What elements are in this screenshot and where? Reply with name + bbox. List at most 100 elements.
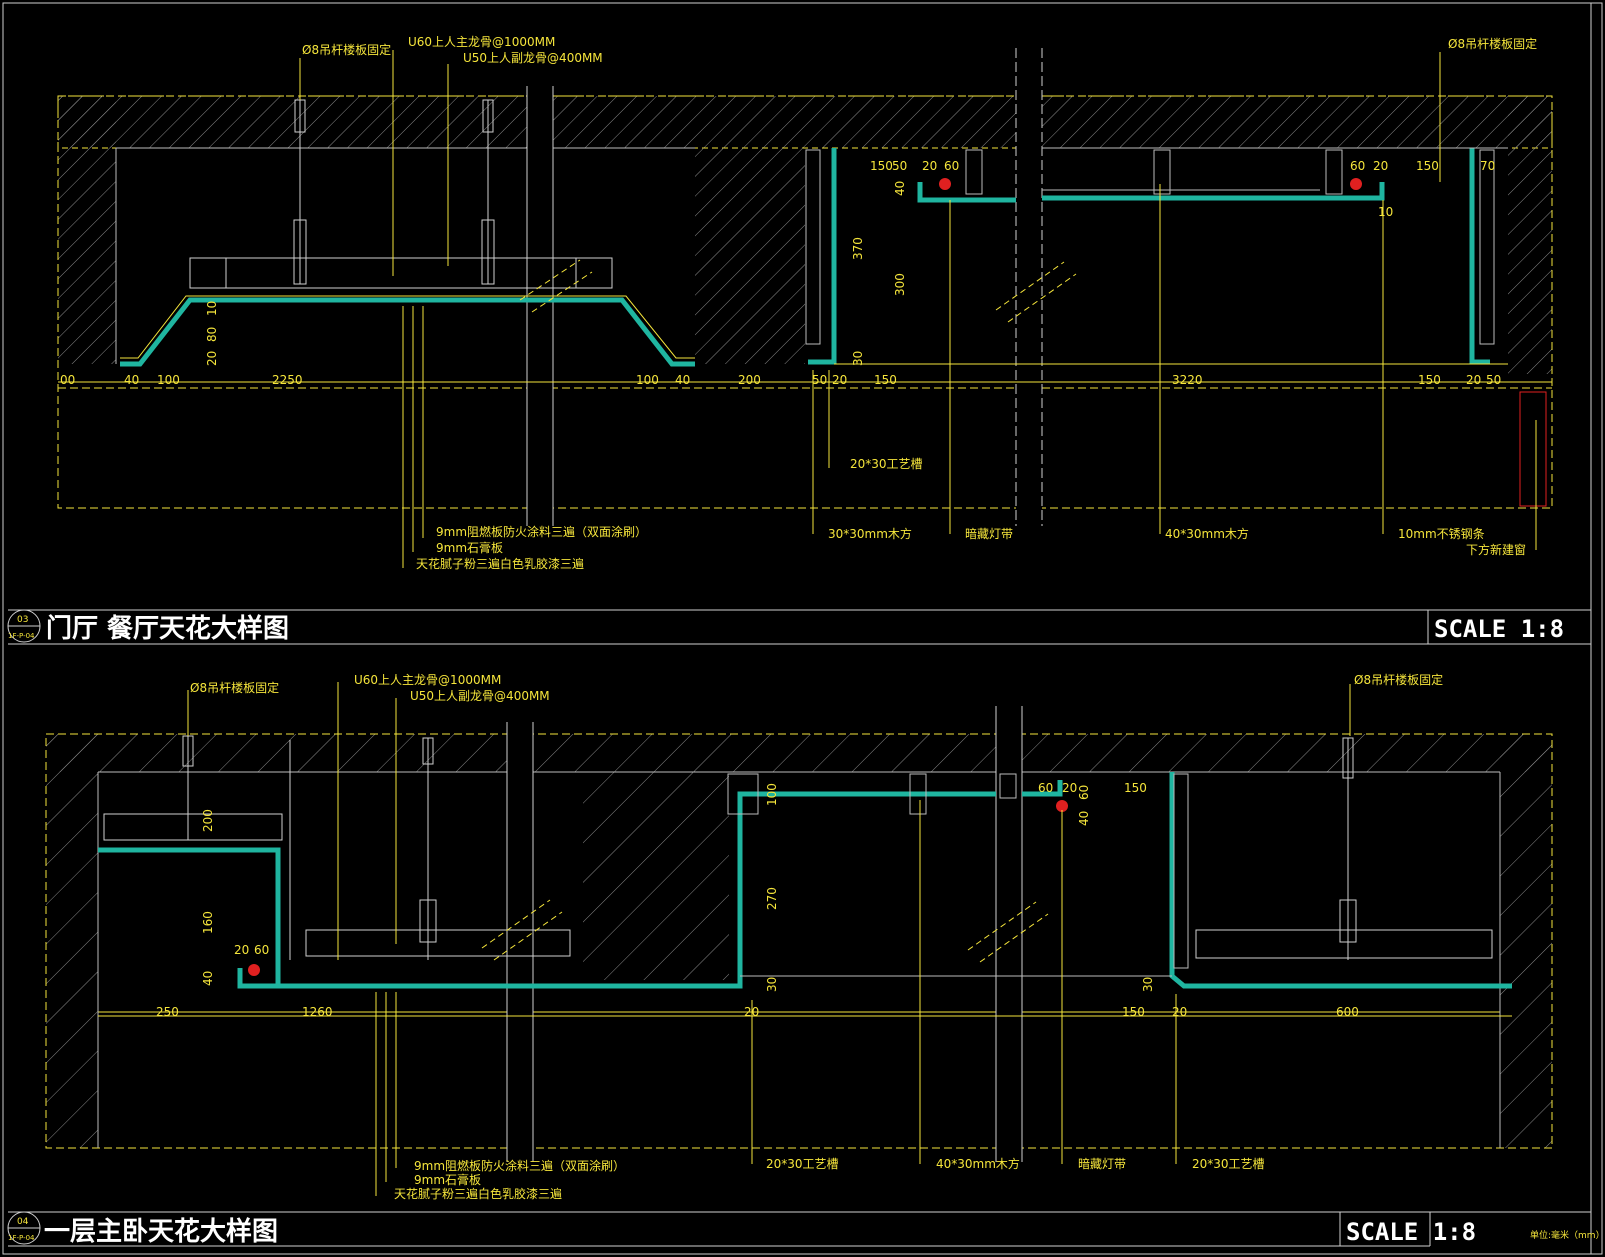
dim: 20 <box>744 1005 759 1019</box>
dim: 20 <box>234 943 249 957</box>
dim: 30 <box>1141 977 1155 992</box>
bottom-label: 40*30mm木方 <box>936 1156 1020 1171</box>
bottom-label: 暗藏灯带 <box>965 526 1013 541</box>
dim: 40 <box>201 971 215 986</box>
dim: 60 <box>1077 785 1091 800</box>
lamp-icon <box>1056 800 1068 812</box>
dim: 150 <box>1124 781 1147 795</box>
dim: 60 <box>254 943 269 957</box>
dim: 2250 <box>272 373 303 387</box>
dim: 40 <box>675 373 690 387</box>
dim: 370 <box>851 237 865 260</box>
slab-hatch <box>46 734 1552 772</box>
dim: 20 <box>1466 373 1481 387</box>
dim: 20 <box>1062 781 1077 795</box>
dim: 20 <box>1373 159 1388 173</box>
dim: 60 <box>1038 781 1053 795</box>
panel-title: 门厅 餐厅天花大样图 <box>46 613 289 644</box>
bottom-label: 9mm石膏板 <box>414 1172 481 1187</box>
dim: 150 <box>870 159 893 173</box>
dim: 160 <box>201 911 215 934</box>
dim: 600 <box>1336 1005 1359 1019</box>
dim: 60 <box>1350 159 1365 173</box>
dim: 70 <box>1480 159 1495 173</box>
dim: 150 <box>1418 373 1441 387</box>
dim: 200 <box>738 373 761 387</box>
bottom-label: 40*30mm木方 <box>1165 526 1249 541</box>
window-outline <box>1519 391 1547 507</box>
wall-left <box>46 734 98 1148</box>
panel-04: Ø8吊杆楼板固定 U60上人主龙骨@1000MM U50上人副龙骨@400MM … <box>7 672 1605 1247</box>
top-label: U60上人主龙骨@1000MM <box>354 673 501 687</box>
slab-hatch <box>57 95 1553 149</box>
dim: 40 <box>1077 811 1091 826</box>
panel-sheet: 1F-P-04 <box>8 632 35 640</box>
dim: 30 <box>851 351 865 366</box>
dim: 30 <box>765 977 779 992</box>
dim: 3220 <box>1172 373 1203 387</box>
unit-note: 单位:毫米（mm） <box>1530 1229 1605 1241</box>
dim: 50 <box>892 159 907 173</box>
panel-number: 04 <box>17 1217 29 1227</box>
panel-sheet: 1F-P-04 <box>8 1234 35 1242</box>
top-label: Ø8吊杆楼板固定 <box>190 680 279 695</box>
dim: 40 <box>893 181 907 196</box>
dim: 150 <box>1416 159 1439 173</box>
dim: 20 <box>832 373 847 387</box>
lamp-icon <box>1350 178 1362 190</box>
panel-scale: SCALE 1:8 <box>1346 1218 1476 1246</box>
light-trough-right <box>808 148 837 365</box>
wall-left <box>58 96 116 364</box>
dim: 00 <box>60 373 75 387</box>
panel-03: Ø8吊杆楼板固定 U60上人主龙骨@1000MM U50上人副龙骨@400MM … <box>7 35 1591 645</box>
dim: 80 <box>205 327 219 342</box>
wall-mid <box>583 772 729 980</box>
dim: 10 <box>205 301 219 316</box>
dim: 60 <box>944 159 959 173</box>
dim: 20 <box>205 351 219 366</box>
dim: 300 <box>893 273 907 296</box>
dim: 10 <box>1378 205 1393 219</box>
bottom-label: 30*30mm木方 <box>828 526 912 541</box>
bottom-label: 下方新建窗 <box>1466 542 1526 557</box>
wall-right <box>1508 96 1552 374</box>
bottom-label: 9mm阻燃板防火涂料三遍（双面涂刷） <box>414 1158 625 1173</box>
dim: 150 <box>874 373 897 387</box>
dim: 150 <box>1122 1005 1145 1019</box>
bottom-label: 天花腻子粉三遍白色乳胶漆三遍 <box>416 556 584 571</box>
dim: 20 <box>922 159 937 173</box>
bottom-label: 20*30工艺槽 <box>850 457 923 471</box>
panel-title: 一层主卧天花大样图 <box>44 1216 278 1247</box>
dim: 270 <box>765 887 779 910</box>
wall-mid <box>695 148 805 364</box>
bottom-label: 20*30工艺槽 <box>1192 1157 1265 1171</box>
top-label: U50上人副龙骨@400MM <box>463 51 603 65</box>
wall-right <box>1500 734 1552 1148</box>
dim: 50 <box>1486 373 1501 387</box>
lamp-icon <box>939 178 951 190</box>
dim: 250 <box>156 1005 179 1019</box>
lamp-icon <box>248 964 260 976</box>
dim: 100 <box>765 783 779 806</box>
top-label: U60上人主龙骨@1000MM <box>408 35 555 49</box>
ceiling-tray-left <box>120 297 695 367</box>
bottom-label: 10mm不锈钢条 <box>1398 527 1485 541</box>
top-label: Ø8吊杆楼板固定 <box>302 42 391 57</box>
bottom-label: 暗藏灯带 <box>1078 1156 1126 1171</box>
top-label: U50上人副龙骨@400MM <box>410 689 550 703</box>
bottom-label: 9mm石膏板 <box>436 540 503 555</box>
dim: 1260 <box>302 1005 333 1019</box>
frame-dash <box>57 95 1553 509</box>
top-label: Ø8吊杆楼板固定 <box>1354 672 1443 687</box>
dim: 20 <box>1172 1005 1187 1019</box>
top-label: Ø8吊杆楼板固定 <box>1448 36 1537 51</box>
dim: 100 <box>157 373 180 387</box>
panel-scale: SCALE 1:8 <box>1434 615 1564 643</box>
bottom-label: 9mm阻燃板防火涂料三遍（双面涂刷） <box>436 524 647 539</box>
dim: 100 <box>636 373 659 387</box>
bottom-label: 20*30工艺槽 <box>766 1157 839 1171</box>
break-column-left <box>527 86 553 526</box>
bottom-label: 天花腻子粉三遍白色乳胶漆三遍 <box>394 1186 562 1201</box>
dim: 50 <box>812 373 827 387</box>
